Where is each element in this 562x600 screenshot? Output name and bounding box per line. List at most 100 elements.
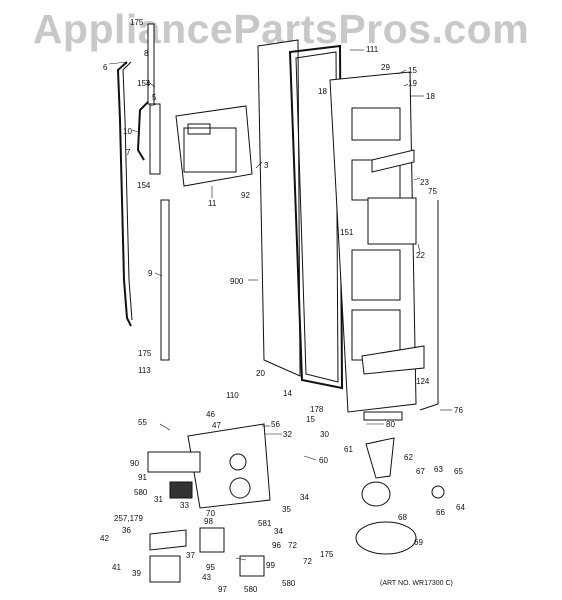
- label-97: 97: [218, 585, 227, 594]
- label-69: 69: [414, 538, 423, 547]
- module-95: [199, 527, 225, 553]
- box-39: [149, 555, 181, 583]
- label-29: 29: [381, 63, 390, 72]
- label-46: 46: [206, 410, 215, 419]
- label-32: 32: [283, 430, 292, 439]
- label-34b: 34: [274, 527, 283, 536]
- label-91: 91: [138, 473, 147, 482]
- label-41: 41: [112, 563, 121, 572]
- door-outer-900: [257, 39, 301, 377]
- label-178: 178: [310, 405, 324, 414]
- label-92: 92: [241, 191, 250, 200]
- rod-76: [419, 200, 439, 411]
- label-39: 39: [132, 569, 141, 578]
- label-62: 62: [404, 453, 413, 462]
- label-72b: 72: [303, 557, 312, 566]
- bin-124: [361, 345, 425, 375]
- label-31: 31: [154, 495, 163, 504]
- label-113: 113: [138, 366, 151, 375]
- label-580: 580: [134, 488, 148, 497]
- label-20: 20: [256, 369, 265, 378]
- strip-9: [160, 199, 170, 361]
- label-19: 19: [408, 79, 417, 88]
- bracket-5: [149, 103, 161, 175]
- bin-22: [367, 197, 417, 245]
- label-14: 14: [283, 389, 292, 398]
- label-9: 9: [148, 269, 153, 278]
- label-580c: 580: [282, 579, 296, 588]
- label-580b: 580: [244, 585, 258, 594]
- label-96: 96: [272, 541, 281, 550]
- label-175c: 175: [320, 550, 334, 559]
- label-80: 80: [386, 420, 395, 429]
- label-34: 34: [300, 493, 309, 502]
- label-30: 30: [320, 430, 329, 439]
- label-55: 55: [138, 418, 147, 427]
- label-11: 11: [208, 199, 217, 208]
- label-43: 43: [202, 573, 211, 582]
- label-70: 70: [206, 509, 215, 518]
- label-56: 56: [271, 420, 280, 429]
- label-98: 98: [204, 517, 213, 526]
- label-3: 3: [264, 161, 269, 170]
- label-37: 37: [186, 551, 195, 560]
- label-67: 67: [416, 467, 425, 476]
- label-124: 124: [416, 377, 430, 386]
- label-15b: 15: [306, 415, 315, 424]
- label-65: 65: [454, 467, 463, 476]
- label-257-179: 257,179: [114, 514, 143, 523]
- label-63: 63: [434, 465, 443, 474]
- label-36: 36: [122, 526, 131, 535]
- part-99: [239, 555, 265, 577]
- bin-23: [371, 149, 415, 173]
- label-900: 900: [230, 277, 244, 286]
- label-95: 95: [206, 563, 215, 572]
- label-151: 151: [340, 228, 354, 237]
- door-gasket-111: [288, 44, 344, 390]
- hinge-80: [363, 411, 403, 421]
- label-7: 7: [126, 148, 131, 157]
- label-15: 15: [408, 66, 417, 75]
- label-68: 68: [398, 513, 407, 522]
- label-5: 5: [152, 93, 157, 102]
- leader-lines: [108, 49, 452, 561]
- label-99: 99: [266, 561, 275, 570]
- label-175b: 175: [138, 349, 152, 358]
- gear-66: [431, 485, 445, 499]
- motor-68: [361, 481, 391, 507]
- label-60: 60: [319, 456, 328, 465]
- label-175: 175: [130, 18, 144, 27]
- label-154: 154: [137, 79, 151, 88]
- label-35: 35: [282, 505, 291, 514]
- label-8: 8: [144, 49, 149, 58]
- label-111: 111: [366, 45, 379, 54]
- label-18: 18: [318, 87, 327, 96]
- panel-90: [147, 451, 201, 473]
- label-581: 581: [258, 519, 272, 528]
- label-33: 33: [180, 501, 189, 510]
- label-72: 72: [288, 541, 297, 550]
- label-110: 110: [226, 391, 239, 400]
- label-75: 75: [428, 187, 437, 196]
- handle-10: [136, 101, 149, 161]
- label-6: 6: [103, 63, 108, 72]
- dispenser-frame-11: [175, 105, 253, 187]
- grill-580: [169, 481, 193, 499]
- gasket-strip-6: [116, 61, 132, 327]
- label-61: 61: [344, 445, 353, 454]
- strip-8: [147, 23, 155, 105]
- label-64: 64: [456, 503, 465, 512]
- art-number: (ART NO. WR17300 C): [380, 580, 453, 587]
- housing-69: [355, 521, 417, 555]
- label-90: 90: [130, 459, 139, 468]
- part-labels: 175 6 8 154 5 10 7 154 9 175 113 11 3 92…: [100, 18, 465, 594]
- label-22: 22: [416, 251, 425, 260]
- label-47: 47: [212, 421, 221, 430]
- label-10: 10: [123, 127, 132, 136]
- label-18b: 18: [426, 92, 435, 101]
- label-23: 23: [420, 178, 429, 187]
- label-154b: 154: [137, 181, 151, 190]
- label-42: 42: [100, 534, 109, 543]
- bracket-36: [149, 529, 187, 551]
